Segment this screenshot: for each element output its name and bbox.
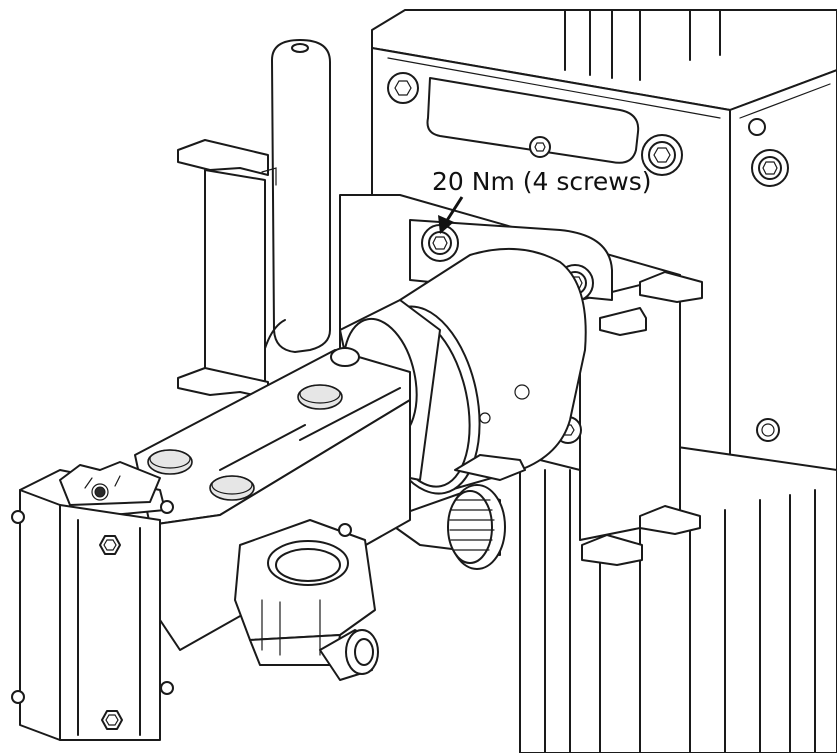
callout-arrow	[438, 196, 464, 234]
knurled-knob	[384, 454, 526, 570]
arm-clamp	[234, 519, 376, 666]
arm-pin-top	[297, 384, 343, 410]
housing-bolt-side	[751, 149, 789, 187]
housing-bolt-small-top	[748, 118, 766, 136]
gripper-bolt-top	[99, 535, 121, 555]
gripper-bolt-bottom	[101, 710, 123, 730]
arm-pin-mid	[147, 449, 193, 475]
gripper-head	[19, 461, 166, 741]
torque-callout-label: 20 Nm (4 screws)	[432, 167, 652, 196]
housing-bolt-side-low	[756, 418, 780, 442]
arm-clamp-screw	[319, 629, 379, 681]
vertical-handle	[257, 39, 331, 381]
housing-bolt-corner	[641, 134, 683, 176]
torque-screw-1	[421, 224, 459, 262]
gripper-side-screws	[11, 500, 174, 704]
arm-pin-back	[330, 347, 360, 367]
back-bracket	[177, 139, 277, 399]
housing-bolt-top-left	[387, 72, 419, 104]
arm-pin-low	[209, 475, 255, 501]
housing-bolt-top-mid	[529, 136, 551, 158]
